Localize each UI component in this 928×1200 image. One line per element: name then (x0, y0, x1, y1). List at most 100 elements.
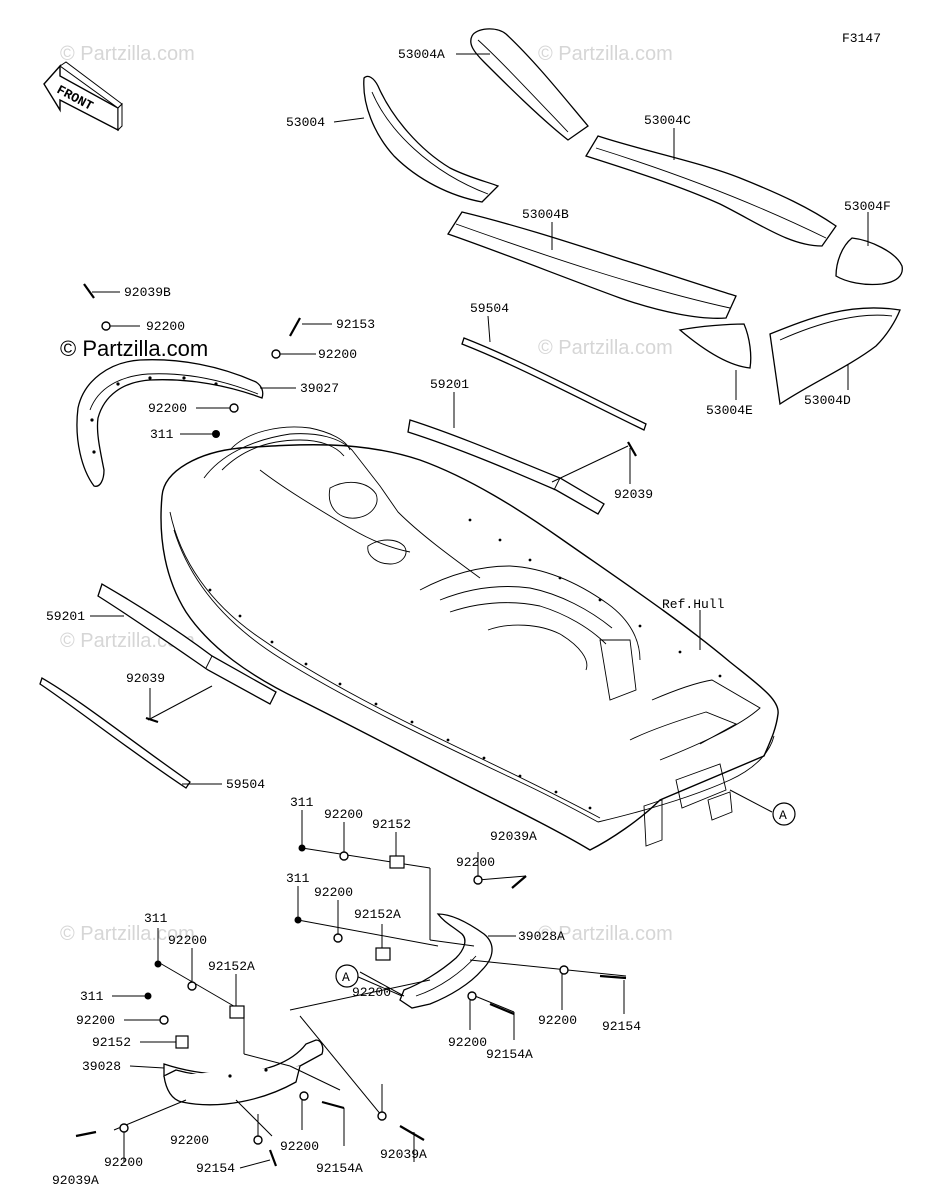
collar-icon (175, 1035, 189, 1049)
part-label: 92039A (380, 1147, 427, 1162)
part-label: 92200 (146, 319, 185, 334)
part-label: 92154A (486, 1047, 533, 1062)
part-label: 59504 (226, 777, 265, 792)
part-label: 92152 (92, 1035, 131, 1050)
part-label: 39027 (300, 381, 339, 396)
screw-icon (627, 441, 637, 457)
bolt-icon (268, 1149, 278, 1167)
mat-53004B (447, 211, 737, 319)
collar-icon (229, 1005, 245, 1019)
part-label: 92200 (76, 1013, 115, 1028)
washer-icon (333, 933, 343, 943)
part-label: 311 (290, 795, 314, 810)
part-label: 311 (144, 911, 168, 926)
collar-icon (375, 947, 391, 961)
part-label: 53004E (706, 403, 753, 418)
part-label: 53004D (804, 393, 851, 408)
ref-callout-a-left: A (335, 964, 359, 988)
part-label: 92200 (314, 885, 353, 900)
part-label: 92039A (490, 829, 537, 844)
watermark-prominent: © Partzilla.com (60, 336, 208, 361)
part-label: 92039 (126, 671, 165, 686)
rail-59201-left (97, 583, 277, 705)
part-label: 39028A (518, 929, 565, 944)
washer-icon (187, 981, 197, 991)
nut-icon (144, 992, 152, 1000)
part-label: 92039B (124, 285, 171, 300)
washer-icon (299, 1091, 309, 1101)
part-label: 53004 (286, 115, 325, 130)
washer-icon (119, 1123, 129, 1133)
part-label: 92200 (148, 401, 187, 416)
nut-icon (298, 844, 306, 852)
svg-text:A: A (342, 970, 350, 985)
mat-53004A (470, 28, 589, 141)
bolt-icon (321, 1100, 345, 1110)
part-label: 92200 (456, 855, 495, 870)
part-label: Ref.Hull (662, 597, 725, 612)
washer-icon (229, 403, 239, 413)
bolt-icon (599, 974, 627, 980)
washer-icon (339, 851, 349, 861)
ref-callout-a-right: A (772, 802, 796, 826)
rail-59504-top (461, 337, 647, 431)
part-label: 311 (286, 871, 310, 886)
mat-53004C (585, 135, 837, 247)
washer-icon (101, 321, 111, 331)
part-label: 92200 (352, 985, 391, 1000)
watermark: © Partzilla.com (538, 923, 673, 945)
part-label: 92200 (170, 1133, 209, 1148)
washer-icon (271, 349, 281, 359)
part-label: 92200 (324, 807, 363, 822)
part-label: 59201 (430, 377, 469, 392)
mat-53004D (769, 307, 901, 406)
washer-icon (559, 965, 569, 975)
diagram-code: F3147 (842, 31, 881, 46)
part-label: 92153 (336, 317, 375, 332)
hardware (75, 283, 637, 1167)
part-label: 53004A (398, 47, 445, 62)
screw-icon (145, 716, 159, 724)
part-label: 92200 (538, 1013, 577, 1028)
part-label: 92152 (372, 817, 411, 832)
part-label: 92152A (208, 959, 255, 974)
step-39028 (163, 1039, 324, 1106)
screw-icon (83, 283, 95, 299)
washer-icon (473, 875, 483, 885)
hull-rivets (208, 518, 722, 810)
watermarks: © Partzilla.com © Partzilla.com © Partzi… (60, 43, 673, 945)
part-label: 92039A (52, 1173, 99, 1188)
part-label: 92039 (614, 487, 653, 502)
watermark: © Partzilla.com (538, 43, 673, 65)
part-label: 92200 (168, 933, 207, 948)
mat-53004F (835, 237, 903, 286)
part-label: 92200 (280, 1139, 319, 1154)
part-label: 59201 (46, 609, 85, 624)
part-label: 92154 (602, 1019, 641, 1034)
part-label: 39028 (82, 1059, 121, 1074)
bumper-39027 (76, 359, 264, 487)
part-label: 92154 (196, 1161, 235, 1176)
collar-icon (389, 855, 405, 869)
screw-icon (289, 317, 301, 337)
leader-lines (90, 53, 869, 1169)
watermark: © Partzilla.com (60, 923, 195, 945)
part-label: 92200 (104, 1155, 143, 1170)
washer-icon (253, 1135, 263, 1145)
part-label: 92200 (448, 1035, 487, 1050)
bolt-icon (489, 1002, 515, 1016)
rail-59201-top (407, 419, 605, 515)
watermark: © Partzilla.com (60, 43, 195, 65)
part-label: 53004F (844, 199, 891, 214)
part-label: 53004C (644, 113, 691, 128)
washer-icon (159, 1015, 169, 1025)
part-label: 92200 (318, 347, 357, 362)
part-label: 311 (150, 427, 174, 442)
svg-text:A: A (779, 808, 787, 823)
hull (160, 426, 779, 851)
nut-icon (212, 430, 220, 438)
mat-53004E (678, 323, 752, 369)
screw-icon (75, 1130, 97, 1138)
screw-icon (511, 875, 527, 889)
